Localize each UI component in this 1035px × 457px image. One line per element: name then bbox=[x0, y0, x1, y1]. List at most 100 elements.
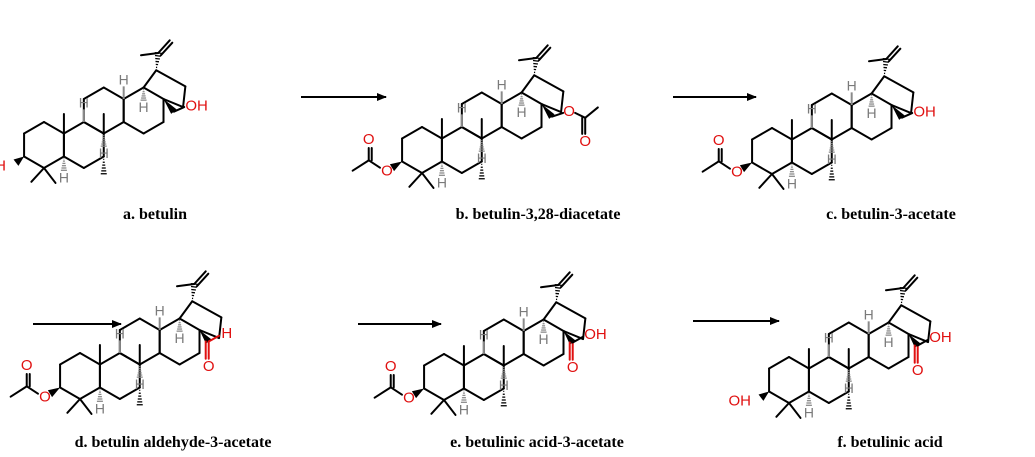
stereo-hydrogen: H bbox=[499, 377, 509, 393]
reaction-arrows bbox=[33, 93, 780, 328]
stereo-hydrogen: H bbox=[119, 71, 129, 87]
bond bbox=[30, 167, 45, 183]
bond bbox=[883, 75, 915, 94]
bond bbox=[122, 121, 145, 135]
wedge-bond bbox=[389, 161, 403, 172]
stereo-hydrogen: H bbox=[827, 151, 837, 167]
bond bbox=[807, 390, 830, 404]
oxygen-label: O bbox=[381, 163, 393, 180]
bond bbox=[9, 385, 28, 398]
hashed-bond bbox=[154, 54, 161, 57]
bond bbox=[79, 352, 101, 366]
stereo-hydrogen: H bbox=[497, 76, 507, 92]
wedge-bond bbox=[199, 330, 212, 344]
stereo-hydrogen: H bbox=[479, 326, 489, 342]
bond bbox=[482, 318, 505, 332]
oxygen-label: O bbox=[403, 390, 415, 407]
carbonyl-oxygen-label: O bbox=[21, 357, 33, 374]
bond bbox=[102, 86, 125, 100]
bond bbox=[867, 58, 888, 63]
bond bbox=[522, 318, 545, 332]
bond bbox=[867, 321, 890, 335]
bond bbox=[178, 352, 201, 366]
stereo-hydrogen: H bbox=[517, 104, 527, 120]
caption-c: c. betulin-3-acetate bbox=[826, 206, 956, 223]
caption-d: d. betulin aldehyde-3-acetate bbox=[75, 434, 272, 451]
stereo-hydrogen: H bbox=[864, 306, 874, 322]
stereo-hydrogen: H bbox=[807, 100, 817, 116]
bond bbox=[389, 386, 403, 396]
stereo-hydrogen: H bbox=[139, 99, 149, 115]
bond bbox=[810, 161, 833, 175]
bond bbox=[827, 321, 850, 335]
hashed-bond bbox=[899, 289, 906, 292]
carbonyl-oxygen-label: O bbox=[579, 133, 591, 150]
bond bbox=[59, 386, 81, 400]
wedge-bond bbox=[541, 104, 555, 119]
stereo-hydrogen: H bbox=[459, 401, 469, 417]
bond bbox=[884, 287, 905, 292]
bond bbox=[887, 304, 903, 324]
hashed-bond bbox=[555, 289, 560, 292]
bond bbox=[870, 75, 886, 95]
bond bbox=[535, 44, 549, 59]
bond bbox=[178, 317, 201, 331]
wedge-bond bbox=[739, 162, 753, 173]
bond bbox=[790, 127, 813, 141]
bond bbox=[502, 353, 525, 367]
bond bbox=[520, 126, 543, 140]
bond bbox=[768, 356, 790, 370]
bond bbox=[557, 271, 571, 286]
bond bbox=[500, 126, 523, 140]
bond bbox=[887, 321, 910, 335]
bond bbox=[423, 387, 445, 401]
stereo-hydrogen: H bbox=[844, 380, 854, 396]
bond bbox=[847, 321, 870, 335]
hashed-bond bbox=[882, 60, 889, 63]
bond bbox=[550, 111, 565, 118]
bond bbox=[539, 284, 560, 289]
wedge-bond bbox=[47, 387, 61, 398]
bond bbox=[827, 356, 850, 370]
bond bbox=[155, 69, 187, 88]
bond bbox=[571, 335, 585, 344]
bond bbox=[218, 316, 223, 340]
bond bbox=[421, 160, 443, 174]
bond bbox=[887, 356, 910, 370]
bond bbox=[927, 320, 932, 344]
stereo-hydrogen: H bbox=[457, 99, 467, 115]
oxygen-label: O bbox=[563, 103, 575, 120]
carbonyl-oxygen-label: O bbox=[203, 358, 215, 375]
bond bbox=[480, 91, 503, 105]
stereo-hydrogen: H bbox=[519, 303, 529, 319]
bond bbox=[82, 86, 105, 100]
bond bbox=[900, 304, 932, 323]
stereo-hydrogen: H bbox=[79, 94, 89, 110]
bond bbox=[717, 160, 731, 170]
stereo-hydrogen: H bbox=[477, 150, 487, 166]
bond bbox=[584, 106, 599, 119]
bond bbox=[807, 356, 830, 370]
bond bbox=[522, 353, 545, 367]
bond bbox=[62, 121, 85, 135]
bond bbox=[351, 159, 370, 172]
stereo-hydrogen: H bbox=[804, 404, 814, 420]
hydroxyl-label: OH bbox=[0, 158, 6, 175]
bond bbox=[59, 352, 81, 366]
bond bbox=[810, 92, 833, 106]
bond bbox=[482, 387, 505, 401]
hashed-bond bbox=[532, 59, 539, 62]
bond bbox=[771, 161, 793, 175]
bond bbox=[559, 273, 574, 289]
carbonyl-oxygen-label: O bbox=[912, 362, 924, 379]
bond bbox=[850, 127, 873, 141]
bond bbox=[916, 338, 930, 347]
bond bbox=[440, 126, 463, 140]
stereo-hydrogen: H bbox=[59, 169, 69, 185]
bond bbox=[98, 386, 121, 400]
hashed-bond bbox=[191, 288, 196, 291]
bond bbox=[158, 352, 181, 366]
